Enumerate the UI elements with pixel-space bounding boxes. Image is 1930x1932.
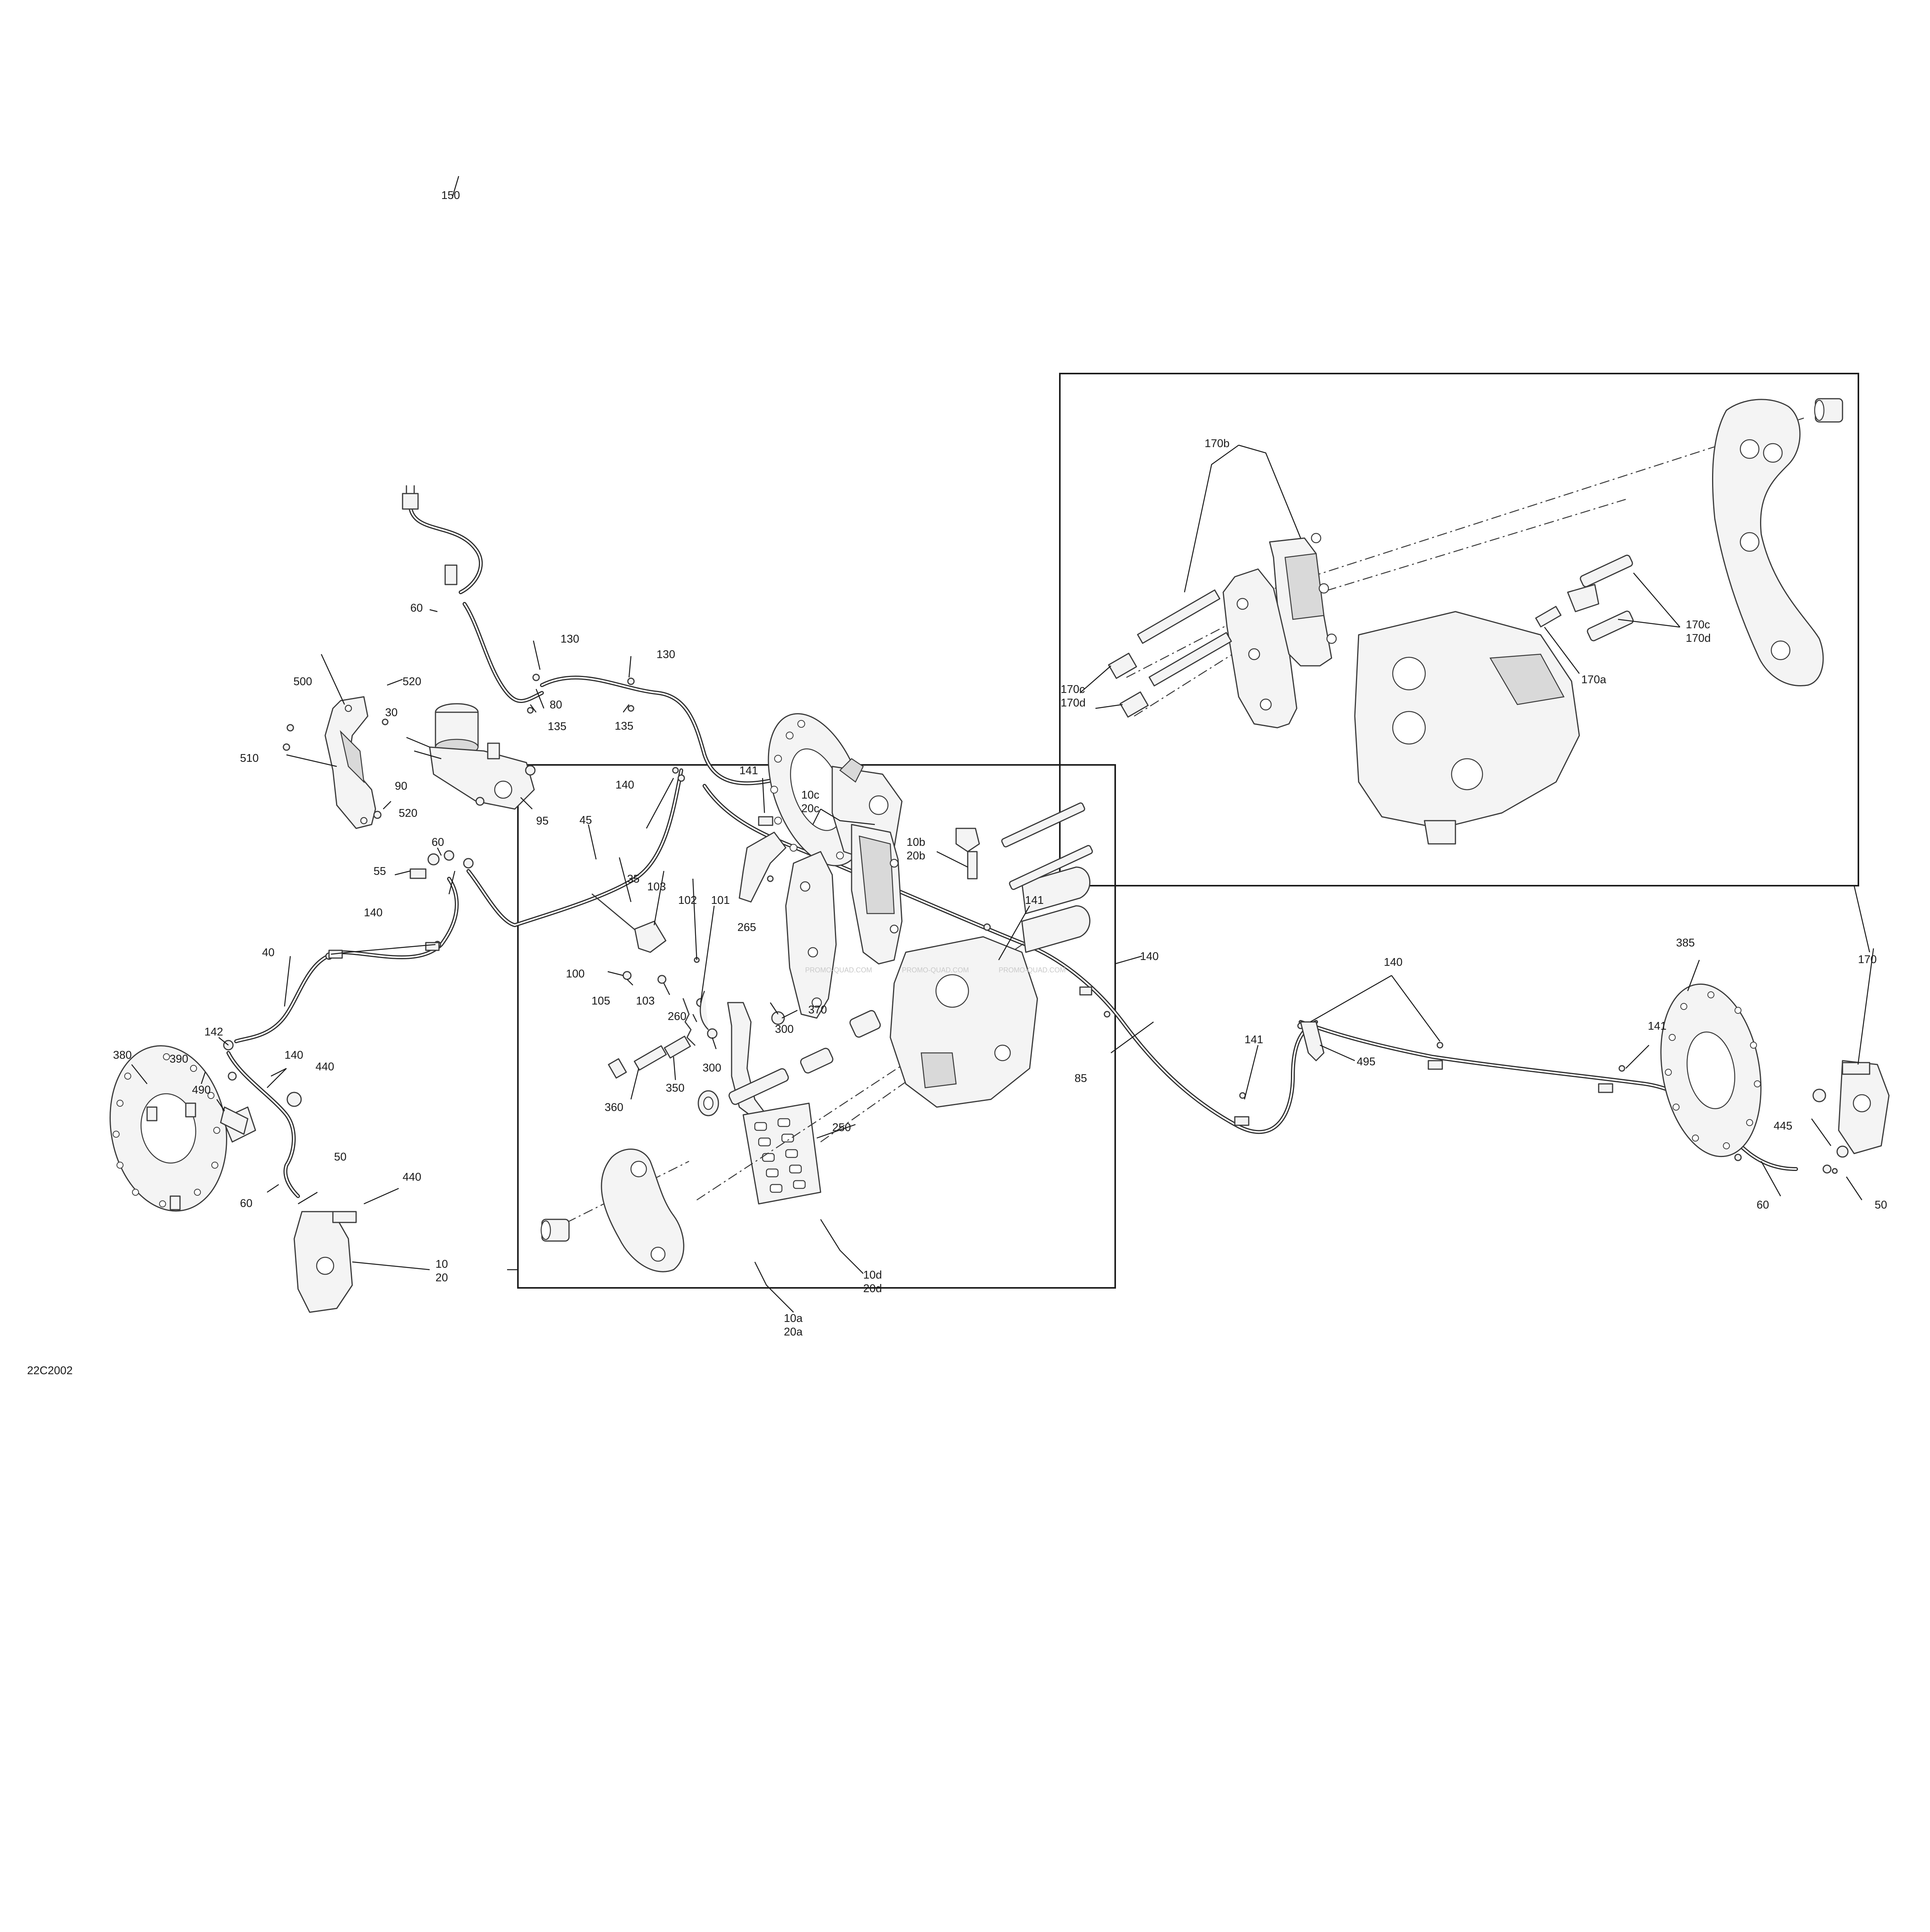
- callout-101: 101: [711, 894, 730, 907]
- callout-500: 500: [293, 675, 312, 688]
- callout-170b: 170b: [1205, 437, 1230, 450]
- callout-20a: 20a: [784, 1326, 803, 1338]
- callout-20d: 20d: [863, 1282, 882, 1295]
- callout-150: 150: [441, 189, 460, 202]
- callout-10c: 10c: [801, 789, 819, 801]
- callout-135: 135: [548, 720, 566, 733]
- callout-105: 105: [591, 995, 610, 1007]
- callout-140: 140: [1140, 950, 1159, 963]
- callout-380: 380: [113, 1049, 132, 1061]
- callout-170a: 170a: [1581, 674, 1606, 686]
- callout-520: 520: [403, 675, 421, 688]
- callout-60: 60: [1757, 1199, 1769, 1211]
- callout-60: 60: [432, 836, 444, 849]
- callout-130: 130: [656, 648, 675, 661]
- callout-170c: 170c: [1686, 619, 1710, 631]
- callout-10: 10: [435, 1258, 448, 1270]
- callout-20: 20: [435, 1272, 448, 1284]
- rear-caliper-detail-frame: [1059, 373, 1859, 886]
- callout-50: 50: [334, 1151, 346, 1163]
- callout-100: 100: [566, 968, 584, 980]
- callout-142: 142: [204, 1026, 223, 1038]
- callout-445: 445: [1774, 1120, 1792, 1132]
- callout-140: 140: [364, 907, 382, 919]
- callout-170d: 170d: [1686, 632, 1711, 645]
- callout-45: 45: [579, 814, 592, 826]
- callout-300: 300: [703, 1062, 721, 1074]
- callout-360: 360: [605, 1101, 623, 1114]
- leader-lines: [131, 176, 1874, 1313]
- callout-10a: 10a: [784, 1312, 803, 1325]
- callout-95: 95: [536, 815, 548, 827]
- watermark: PROMO-QUAD.COM PROMO-QUAD.COM PROMO-QUAD…: [805, 966, 1066, 974]
- callout-80: 80: [550, 699, 562, 711]
- callout-130: 130: [560, 633, 579, 645]
- callout-20b: 20b: [907, 850, 925, 862]
- callout-103: 103: [636, 995, 655, 1007]
- callout-510: 510: [240, 752, 259, 765]
- pedal-linkage: [591, 893, 785, 1079]
- callout-135: 135: [615, 720, 633, 732]
- callout-440: 440: [403, 1171, 421, 1183]
- callout-300: 300: [775, 1023, 794, 1035]
- callout-60: 60: [240, 1197, 252, 1210]
- brake-lines: [226, 505, 1798, 1198]
- watermark-text: PROMO-QUAD.COM: [902, 966, 969, 974]
- watermark-text: PROMO-QUAD.COM: [805, 966, 872, 974]
- callout-140: 140: [285, 1049, 303, 1061]
- callout-385: 385: [1676, 937, 1695, 949]
- rear-disc-assembly: [1660, 983, 1890, 1157]
- front-caliper-exploded: [540, 802, 1093, 1272]
- callout-170c: 170c: [1061, 683, 1085, 696]
- brake-pedal: [727, 1002, 821, 1205]
- callout-10b: 10b: [907, 836, 925, 849]
- callout-520: 520: [399, 807, 417, 819]
- callout-440: 440: [315, 1061, 334, 1073]
- callout-30: 30: [385, 706, 398, 719]
- callout-495: 495: [1357, 1056, 1375, 1068]
- callout-103: 103: [647, 881, 666, 893]
- callout-260: 260: [668, 1010, 686, 1023]
- callout-102: 102: [678, 894, 697, 907]
- callout-141: 141: [1244, 1034, 1263, 1046]
- callout-141: 141: [739, 765, 758, 777]
- brake-light-switch: [402, 485, 458, 585]
- callout-140: 140: [615, 779, 634, 791]
- callout-20c: 20c: [801, 802, 819, 815]
- callout-50: 50: [1875, 1199, 1887, 1211]
- master-cylinder: [429, 703, 536, 810]
- callout-141: 141: [1025, 894, 1044, 907]
- callout-35: 35: [627, 873, 639, 885]
- callout-170d: 170d: [1061, 697, 1086, 709]
- callout-170: 170: [1858, 953, 1877, 966]
- callout-390: 390: [170, 1053, 188, 1065]
- callout-10d: 10d: [863, 1269, 882, 1281]
- callout-265: 265: [737, 921, 756, 934]
- front-left-disc-assembly: [110, 1045, 357, 1313]
- callout-60: 60: [410, 602, 423, 614]
- callout-490: 490: [192, 1084, 211, 1096]
- callout-140: 140: [1384, 956, 1402, 969]
- callout-250: 250: [832, 1121, 851, 1134]
- callout-350: 350: [666, 1082, 684, 1094]
- callout-labels: 150 60 130 130 80 135 135 500 520 510 52…: [113, 189, 1887, 1338]
- callout-90: 90: [395, 780, 407, 792]
- diagram-id: 22C2002: [27, 1365, 73, 1377]
- callout-141: 141: [1648, 1020, 1666, 1032]
- callout-85: 85: [1075, 1072, 1087, 1085]
- callout-55: 55: [374, 865, 386, 878]
- watermark-text: PROMO-QUAD.COM: [999, 966, 1066, 974]
- callout-370: 370: [808, 1004, 827, 1016]
- rear-caliper-exploded: [1108, 398, 1843, 845]
- heat-shield: [324, 696, 376, 829]
- callout-40: 40: [262, 946, 274, 959]
